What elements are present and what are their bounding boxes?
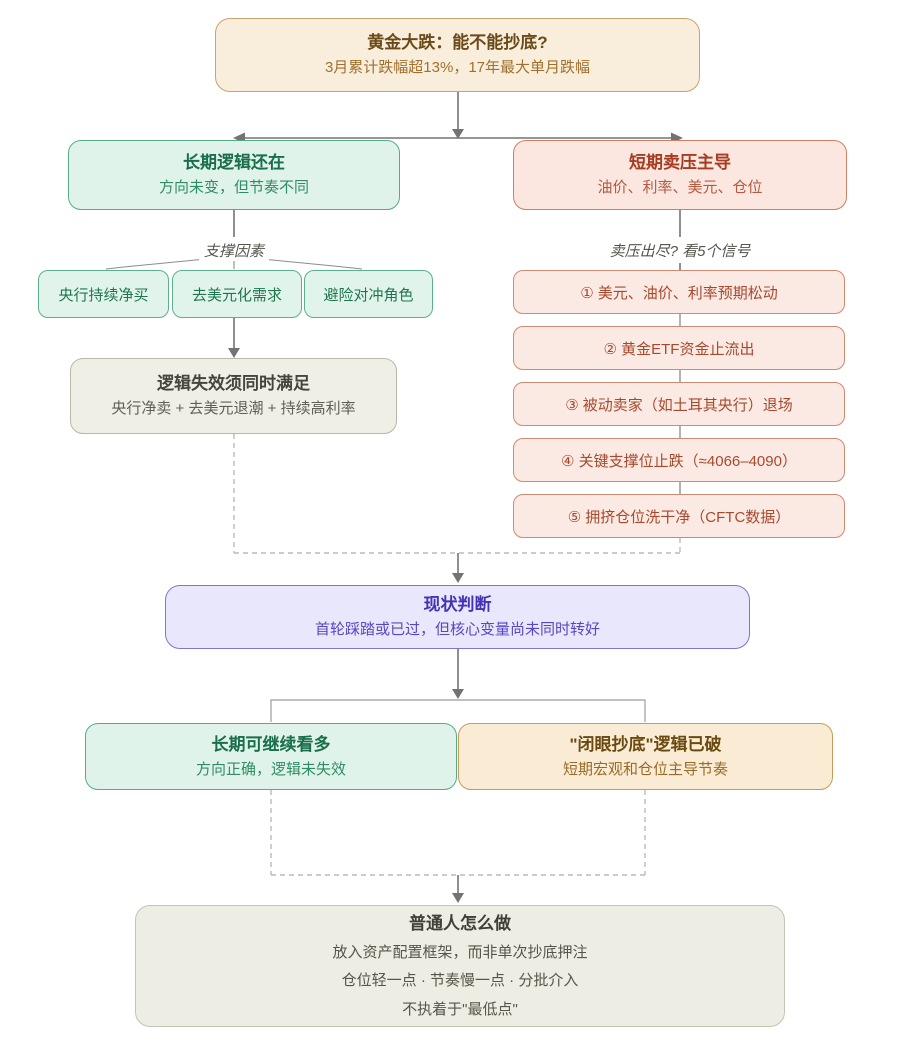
arrowhead-status-icon (452, 573, 464, 583)
long-term-node: 长期逻辑还在 方向未变，但节奏不同 (68, 140, 400, 210)
connector-conclusions-bracket (270, 699, 646, 722)
conclusion-broken-node: "闭眼抄底"逻辑已破 短期宏观和仓位主导节奏 (458, 723, 833, 790)
conclusion-long-node: 长期可继续看多 方向正确，逻辑未失效 (85, 723, 457, 790)
signal-item-4: ④ 关键支撑位止跌（≈4066–4090） (513, 438, 845, 482)
conclusion-broken-title: "闭眼抄底"逻辑已破 (569, 734, 722, 754)
conclusion-long-subtitle: 方向正确，逻辑未失效 (195, 760, 346, 778)
invalidation-subtitle: 央行净卖 + 去美元退潮 + 持续高利率 (111, 400, 356, 418)
long-term-title: 长期逻辑还在 (183, 153, 285, 173)
short-term-title: 短期卖压主导 (629, 153, 731, 173)
conclusion-broken-subtitle: 短期宏观和仓位主导节奏 (562, 760, 728, 778)
support-factors-label: 支撑因素 (198, 240, 270, 261)
conclusion-long-title: 长期可继续看多 (211, 734, 331, 754)
signal-item-3: ③ 被动卖家（如土耳其央行）退场 (513, 382, 845, 426)
action-title: 普通人怎么做 (409, 913, 511, 933)
arrowhead-root-down-icon (452, 129, 464, 139)
short-term-subtitle: 油价、利率、美元、仓位 (597, 179, 763, 197)
status-subtitle: 首轮踩踏或已过，但核心变量尚未同时转好 (314, 621, 600, 639)
support-factor-3: 避险对冲角色 (304, 270, 433, 318)
action-line-2: 仓位轻一点 · 节奏慢一点 · 分批介入 (341, 972, 579, 990)
arrowhead-conclusions-icon (452, 689, 464, 699)
signal-item-1: ① 美元、油价、利率预期松动 (513, 270, 845, 314)
root-node: 黄金大跌：能不能抄底? 3月累计跌幅超13%，17年最大单月跌幅 (215, 18, 700, 92)
status-title: 现状判断 (423, 595, 492, 615)
support-factor-2: 去美元化需求 (172, 270, 302, 318)
arrowhead-action-icon (452, 893, 464, 903)
signal-item-2: ② 黄金ETF资金止流出 (513, 326, 845, 370)
arrowhead-invalidation-icon (228, 348, 240, 358)
action-line-1: 放入资产配置框架，而非单次抄底押注 (332, 943, 588, 961)
root-subtitle: 3月累计跌幅超13%，17年最大单月跌幅 (324, 59, 591, 77)
long-term-subtitle: 方向未变，但节奏不同 (158, 179, 309, 197)
root-title: 黄金大跌：能不能抄底? (367, 33, 548, 53)
status-node: 现状判断 首轮踩踏或已过，但核心变量尚未同时转好 (165, 585, 750, 649)
short-term-node: 短期卖压主导 油价、利率、美元、仓位 (513, 140, 847, 210)
support-factor-1: 央行持续净买 (38, 270, 169, 318)
action-node: 普通人怎么做 放入资产配置框架，而非单次抄底押注 仓位轻一点 · 节奏慢一点 ·… (135, 905, 785, 1027)
signal-item-5: ⑤ 拥挤仓位洗干净（CFTC数据） (513, 494, 845, 538)
invalidation-title: 逻辑失效须同时满足 (157, 374, 310, 394)
invalidation-node: 逻辑失效须同时满足 央行净卖 + 去美元退潮 + 持续高利率 (70, 358, 397, 434)
action-line-3: 不执着于"最低点" (402, 1000, 518, 1018)
signals-label: 卖压出尽? 看5个信号 (604, 240, 756, 261)
